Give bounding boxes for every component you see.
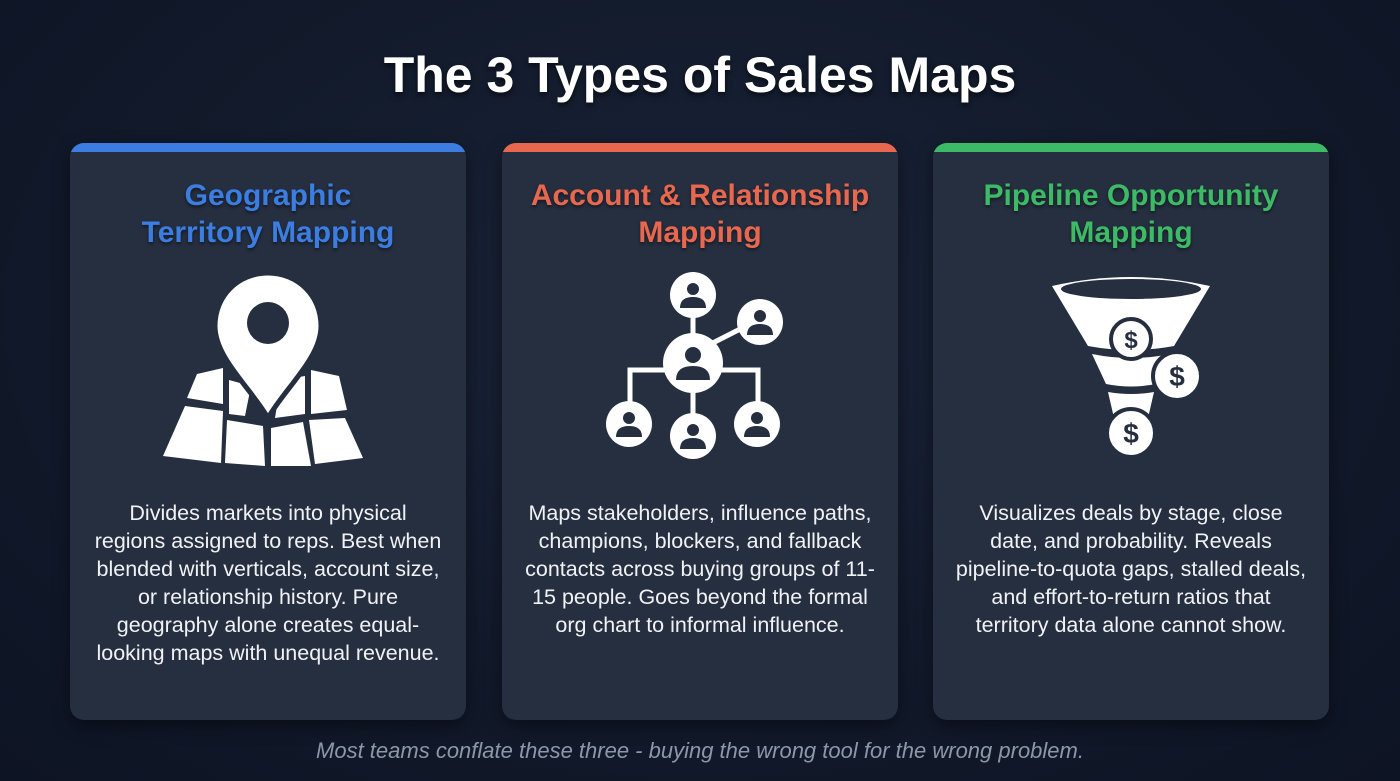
card-description: Divides markets into physical regions as… [94,501,442,665]
card-title-line-2: Mapping [638,216,762,249]
card-description: Visualizes deals by stage, close date, a… [955,501,1307,637]
svg-text:$: $ [1169,361,1185,392]
card-title-line-1: Account & Relationship [530,179,870,212]
card-title: Geographic Territory Mapping [70,177,466,251]
map-pin-icon [163,270,363,466]
org-network-icon [606,272,783,459]
svg-text:$: $ [1123,418,1139,449]
card-title-line-2: Territory Mapping [141,216,395,249]
card-title-line-1: Geographic [184,179,352,212]
card-title-line-2: Mapping [1069,216,1193,249]
footer-note: Most teams conflate these three - buying… [316,738,1084,763]
page-title: The 3 Types of Sales Maps [383,47,1017,103]
card-accent-bar [502,143,898,152]
card-geographic-territory-mapping: Geographic Territory Mapping Divides mar… [70,143,466,720]
card-title: Account & Relationship Mapping [502,177,898,251]
card-title-line-1: Pipeline Opportunity [983,179,1279,212]
card-accent-bar [70,143,466,152]
card-pipeline-opportunity-mapping: Pipeline Opportunity Mapping $ $ $ Visua… [933,143,1329,720]
card-title: Pipeline Opportunity Mapping [933,177,1329,251]
sales-funnel-icon: $ $ $ [1052,277,1210,459]
card-description: Maps stakeholders, influence paths, cham… [525,501,875,637]
card-account-relationship-mapping: Account & Relationship Mapping [502,143,898,720]
svg-text:$: $ [1124,327,1138,354]
card-accent-bar [933,143,1329,152]
